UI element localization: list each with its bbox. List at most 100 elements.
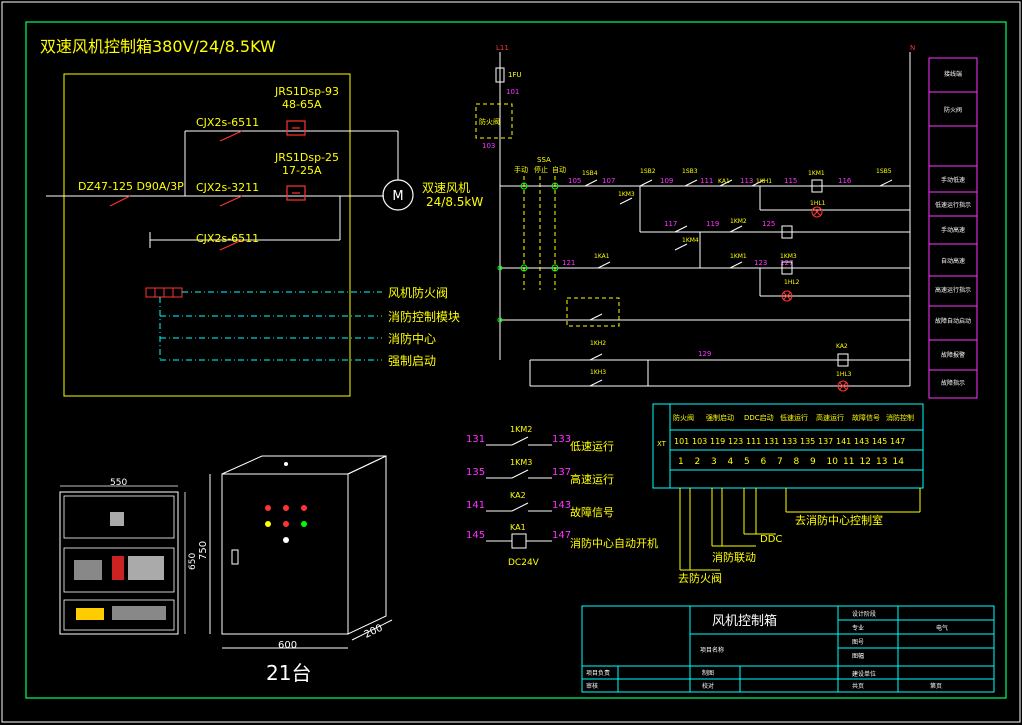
svg-text:116: 116	[838, 177, 852, 185]
svg-text:1KM3: 1KM3	[618, 191, 635, 198]
terminal-node: 119	[710, 437, 725, 446]
svg-text:防火阀: 防火阀	[944, 106, 962, 114]
signal-label-2: 消防控制模块	[388, 309, 460, 324]
control-contacts	[584, 179, 893, 387]
terminal-number: 11	[843, 457, 854, 467]
selector-contacts	[497, 182, 559, 323]
svg-text:113: 113	[740, 177, 753, 185]
switch-stop: 停止	[534, 165, 548, 174]
signal-terminal-block	[145, 287, 183, 298]
svg-text:故障信号: 故障信号	[852, 413, 880, 422]
svg-text:101: 101	[506, 88, 519, 96]
body-height: 750	[198, 541, 209, 560]
terminal-number: 4	[728, 457, 734, 467]
svg-text:1KM3: 1KM3	[780, 253, 797, 260]
svg-text:故障报警: 故障报警	[941, 351, 965, 359]
dest-ddc: DDC	[760, 534, 782, 545]
breaker-label: DZ47-125 D90A/3P	[78, 180, 184, 193]
svg-text:1KM4: 1KM4	[682, 237, 699, 244]
svg-text:防火阀: 防火阀	[673, 413, 694, 422]
svg-text:131: 131	[466, 434, 485, 445]
svg-text:145: 145	[466, 530, 485, 541]
terminal-number: 10	[827, 457, 839, 467]
svg-text:1KH2: 1KH2	[590, 340, 606, 347]
svg-text:设计阶段: 设计阶段	[852, 610, 876, 618]
svg-text:1SB3: 1SB3	[682, 168, 698, 175]
selector-dash-lines	[475, 103, 620, 327]
terminal-number: 9	[810, 457, 816, 467]
svg-text:143: 143	[552, 500, 571, 511]
terminal-number: 1	[678, 457, 684, 467]
svg-text:低速运行: 低速运行	[570, 440, 614, 453]
svg-text:制图: 制图	[702, 669, 714, 677]
terminal-node: 135	[800, 437, 815, 446]
svg-text:1HL3: 1HL3	[836, 371, 852, 378]
svg-text:123: 123	[754, 259, 767, 267]
cabinet-qty: 21台	[266, 661, 311, 685]
svg-text:129: 129	[698, 350, 711, 358]
svg-text:1SB2: 1SB2	[640, 168, 656, 175]
svg-text:127: 127	[780, 259, 793, 267]
svg-text:高速运行指示: 高速运行指示	[935, 286, 971, 294]
destination-lines	[679, 488, 921, 571]
svg-text:1KM2: 1KM2	[730, 218, 747, 225]
contactor-label-1: CJX2s-6511	[196, 116, 259, 129]
terminal-node: 141	[836, 437, 851, 446]
title-block	[581, 605, 995, 693]
svg-text:107: 107	[602, 177, 615, 185]
svg-text:消防中心自动开机: 消防中心自动开机	[570, 536, 658, 550]
svg-text:高速运行: 高速运行	[816, 413, 844, 422]
svg-text:KA1: KA1	[510, 523, 526, 532]
signal-label-1: 风机防火阀	[388, 285, 448, 300]
svg-text:125: 125	[762, 220, 775, 228]
svg-text:1KA1: 1KA1	[594, 253, 610, 260]
svg-text:135: 135	[466, 467, 485, 478]
motor-letter: M	[392, 189, 403, 204]
svg-text:117: 117	[664, 220, 677, 228]
motor-label-1: 双速风机	[422, 181, 470, 195]
svg-text:1SB5: 1SB5	[876, 168, 892, 175]
svg-text:图幅: 图幅	[852, 652, 864, 660]
terminal-node: 133	[782, 437, 797, 446]
terminal-number: 12	[860, 457, 871, 467]
switch-auto: 自动	[552, 165, 566, 174]
svg-text:消防控制: 消防控制	[886, 413, 914, 422]
front-height: 650	[188, 553, 198, 570]
svg-text:1KM2: 1KM2	[510, 425, 532, 434]
svg-text:审核: 审核	[586, 682, 598, 690]
motor-symbol	[382, 179, 414, 211]
svg-text:KA2: KA2	[510, 491, 526, 500]
relay-range-2: 17-25A	[282, 164, 322, 177]
terminal-number: 8	[794, 457, 800, 467]
cabinet-front-view	[59, 485, 186, 635]
terminal-node: 137	[818, 437, 833, 446]
phase-label: L11	[496, 44, 509, 52]
svg-text:109: 109	[660, 177, 673, 185]
svg-text:119: 119	[706, 220, 719, 228]
svg-text:103: 103	[482, 142, 495, 150]
front-width: 550	[110, 478, 127, 488]
switch-manual: 手动	[514, 165, 528, 174]
svg-text:1KH3: 1KH3	[590, 369, 606, 376]
title-block-cells: 项目名称 项目负责 制图 审核 校对 设计阶段 专业 电气 图号 图幅 建设单位…	[586, 610, 948, 690]
relay-range-1: 48-65A	[282, 98, 322, 111]
control-wires	[499, 52, 911, 387]
svg-text:141: 141	[466, 500, 485, 511]
svg-text:低速运行指示: 低速运行指示	[935, 201, 971, 209]
svg-text:1HL2: 1HL2	[784, 279, 800, 286]
cabinet-buttons	[265, 462, 307, 543]
svg-text:故障指示: 故障指示	[941, 379, 965, 387]
terminal-number: 3	[711, 457, 717, 467]
svg-text:1HL1: 1HL1	[810, 200, 826, 207]
svg-text:1KM1: 1KM1	[730, 253, 747, 260]
dest-fire-link: 消防联动	[712, 550, 756, 564]
svg-text:项目负责: 项目负责	[586, 669, 610, 677]
terminal-node: 131	[764, 437, 779, 446]
svg-text:1SB4: 1SB4	[582, 170, 598, 177]
svg-text:高速运行: 高速运行	[570, 472, 614, 486]
svg-text:手动高速: 手动高速	[941, 226, 965, 234]
svg-text:XT: XT	[657, 440, 667, 448]
terminal-headers: 防火阀 强制启动 DDC启动 低速运行 高速运行 故障信号 消防控制 XT	[657, 413, 914, 448]
